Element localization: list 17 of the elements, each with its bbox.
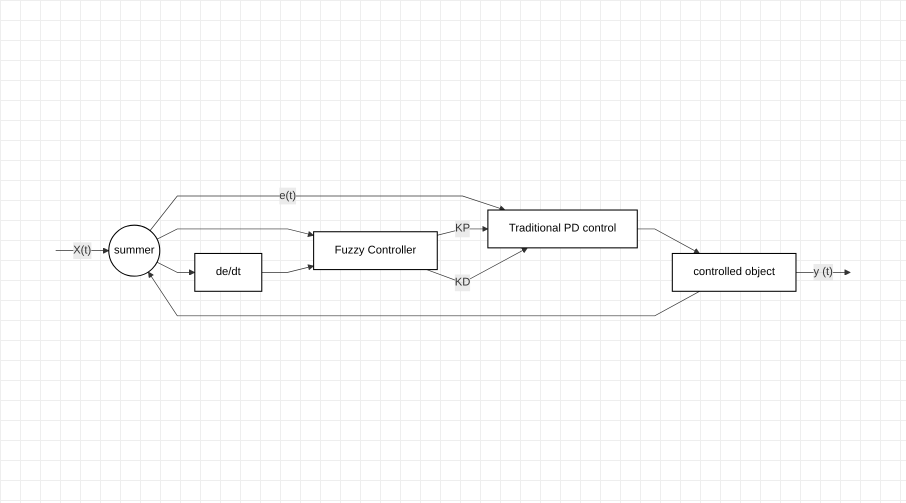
- node-box: Fuzzy Controller: [313, 231, 438, 270]
- arrow: [148, 271, 700, 316]
- arrow: [150, 195, 506, 231]
- edge-label: KD: [454, 276, 470, 288]
- node-box: Traditional PD control: [487, 209, 638, 248]
- edge-label: X(t): [73, 244, 92, 256]
- node-box: de/dt: [194, 252, 262, 292]
- arrow: [156, 262, 196, 276]
- edge-label: y (t): [814, 266, 833, 278]
- node-box: controlled object: [672, 252, 796, 292]
- arrow: [636, 228, 700, 254]
- edge-label: e(t): [279, 189, 296, 202]
- node-circle: summer: [108, 224, 160, 276]
- arrow: [156, 228, 314, 240]
- edge-label: KP: [455, 222, 470, 234]
- arrow: [261, 264, 314, 273]
- arrow: [436, 226, 488, 236]
